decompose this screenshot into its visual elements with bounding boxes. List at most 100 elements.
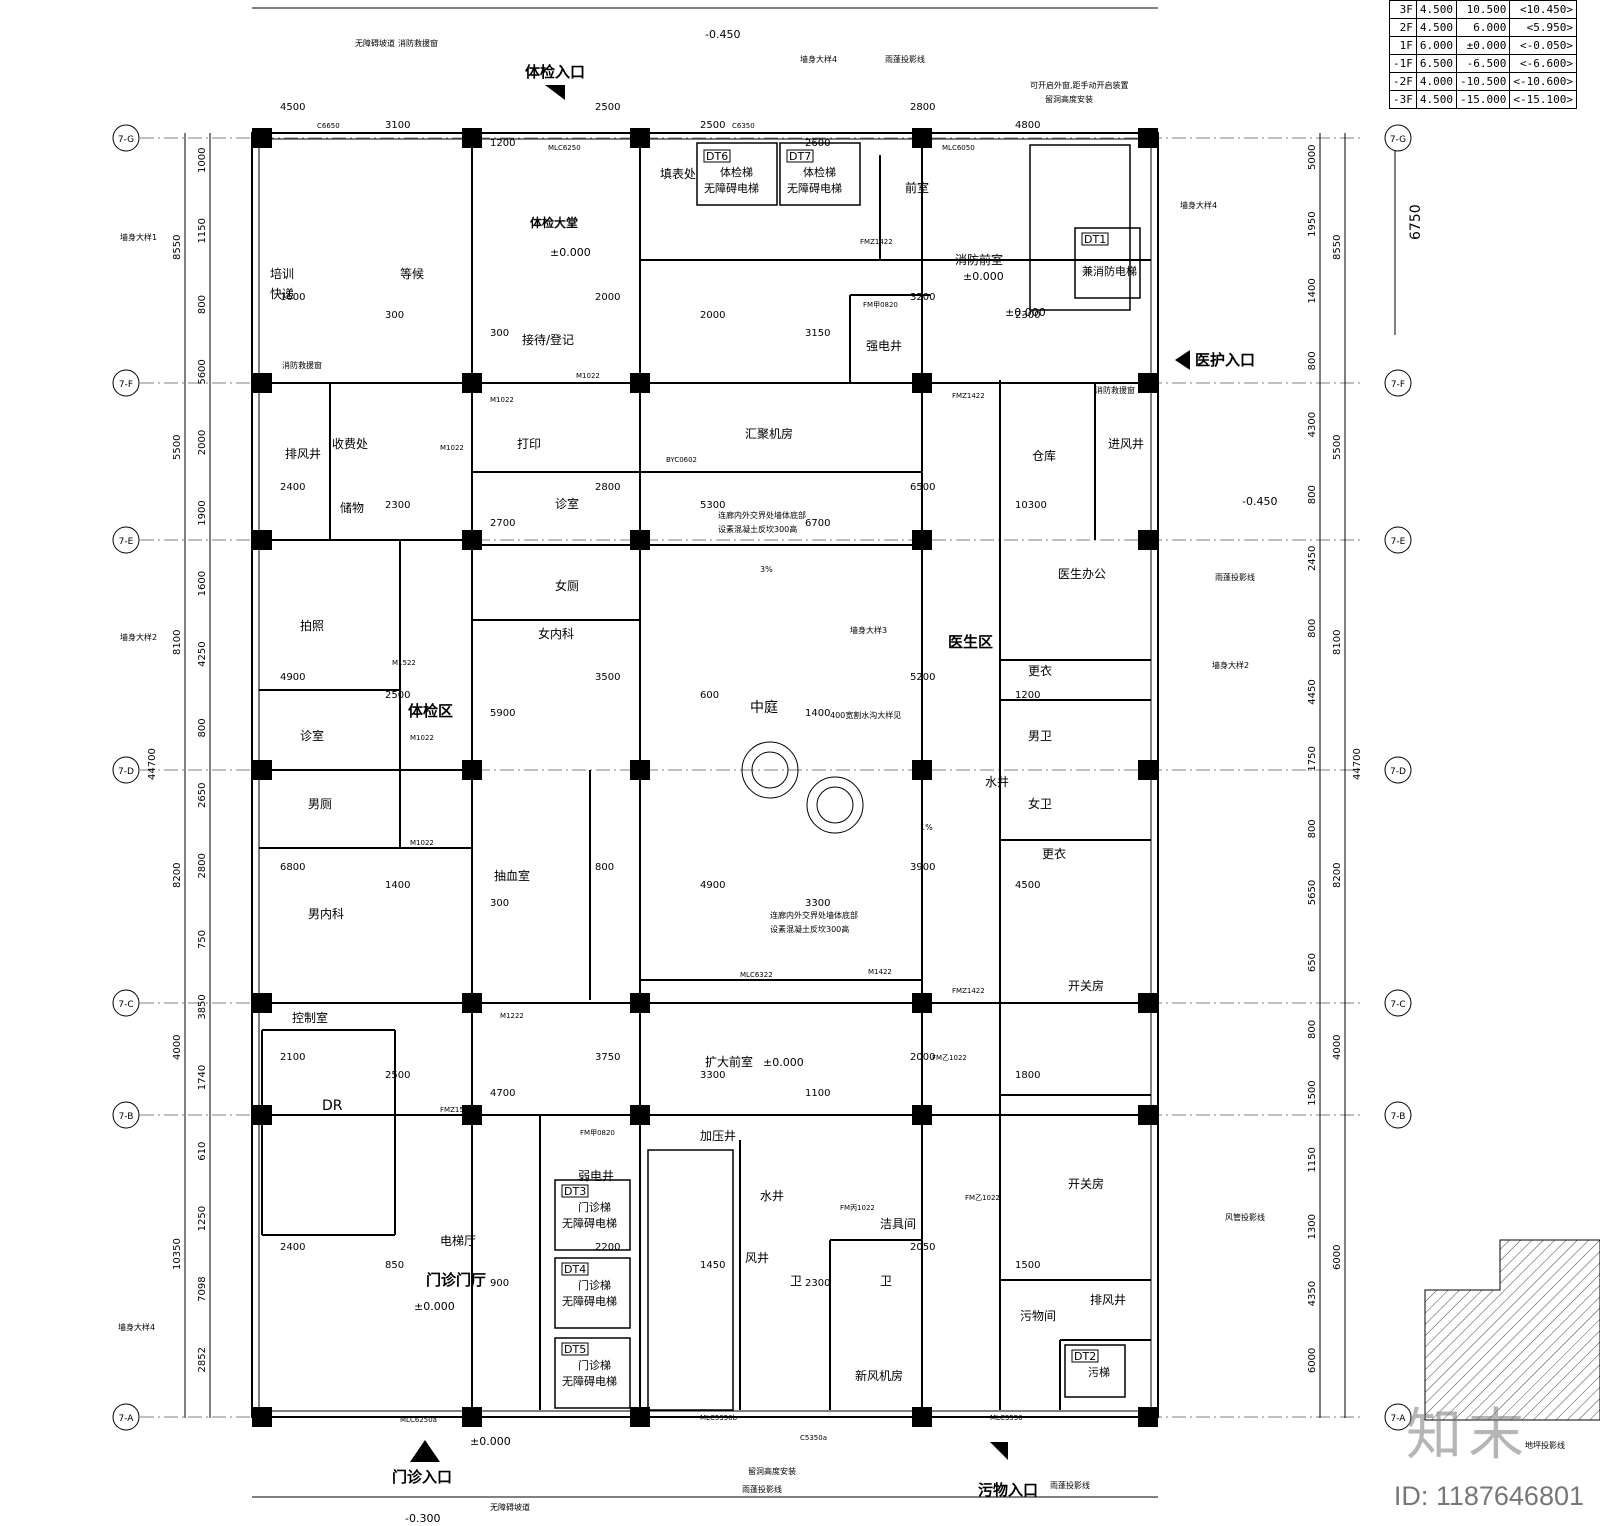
room-water-well-1: 水井	[985, 775, 1009, 789]
note-24: 消防救援窗	[282, 360, 322, 370]
dim-left-outer: 5500	[172, 435, 183, 460]
room-exhaust-2: 排风井	[1090, 1293, 1126, 1307]
axis-label: 7-B	[119, 1112, 134, 1122]
door-tag: FM乙1022	[932, 1054, 967, 1062]
dim-6750: 6750	[1408, 204, 1424, 240]
dim-misc: 600	[700, 690, 719, 701]
door-tag: M1022	[576, 372, 600, 380]
elevator-note: 无障碍电梯	[562, 1374, 617, 1388]
elevator-type: 体检梯	[803, 165, 836, 179]
note-3: 墙身大样1	[120, 232, 157, 242]
door-tag: M1422	[868, 968, 892, 976]
level-cell-floor: -2F	[1389, 72, 1417, 91]
elev-entry: ±0.000	[470, 1435, 511, 1448]
dim-misc: 2400	[280, 1242, 305, 1253]
dim-misc: 3750	[595, 1052, 620, 1063]
note-16: 3%	[760, 565, 773, 574]
dim-left-inner: 7098	[197, 1276, 208, 1301]
elevator-note: 无障碍电梯	[787, 181, 842, 195]
dim-left-outer: 4000	[172, 1035, 183, 1060]
phys-entrance: 体检入口	[525, 63, 585, 81]
dim-right-outer: 8100	[1332, 630, 1343, 655]
room-wind: 风井	[745, 1251, 769, 1265]
dim-left-inner: 800	[197, 718, 208, 737]
room-elev-hall: 电梯厅	[440, 1234, 476, 1248]
elevator-note: 兼消防电梯	[1082, 264, 1137, 278]
entrance-labels: 体检入口 医护入口 门诊入口 污物入口	[392, 63, 1255, 1499]
dim-right-inner: 1750	[1307, 746, 1318, 771]
elevator-code: DT6	[706, 150, 728, 163]
dim-right-inner: 1500	[1307, 1080, 1318, 1105]
dim-left-total: 44700	[147, 748, 158, 780]
room-phys-zone: 体检区	[408, 702, 453, 720]
dim-right-inner: 1150	[1307, 1147, 1318, 1172]
dim-left-inner: 1150	[197, 218, 208, 243]
elev-opd: ±0.000	[414, 1300, 455, 1313]
room-weak: 弱电井	[578, 1169, 614, 1183]
elev-lobby: ±0.000	[550, 246, 591, 259]
dim-misc: 3200	[910, 292, 935, 303]
elev-top: -0.450	[705, 28, 740, 41]
dim-misc: 4500	[280, 102, 305, 113]
elevator-type: 污梯	[1088, 1366, 1110, 1379]
dim-misc: 300	[490, 328, 509, 339]
room-front-room: 前室	[905, 180, 929, 195]
door-tag: FM丙1022	[840, 1204, 875, 1212]
dim-misc: 4500	[1015, 880, 1040, 891]
dim-misc: 2300	[805, 1278, 830, 1289]
door-tag: M1022	[410, 734, 434, 742]
door-tag: M1022	[490, 396, 514, 404]
door-tag: MLC6050	[942, 144, 975, 152]
dim-left-inner: 800	[197, 295, 208, 314]
opd-entrance: 门诊入口	[392, 1468, 452, 1486]
dim-left-inner: 750	[197, 930, 208, 949]
dim-right-inner: 650	[1307, 953, 1318, 972]
room-pressure: 加压井	[700, 1129, 736, 1143]
room-pipe-shaft: 强电井	[866, 339, 902, 353]
axis-bubble-l: 7-C	[112, 989, 140, 1017]
dim-misc: 2000	[595, 292, 620, 303]
note-4: 墙身大样2	[120, 632, 157, 642]
axis-label: 7-F	[119, 380, 133, 390]
dim-left-inner: 1740	[197, 1065, 208, 1090]
dim-misc: 4900	[280, 672, 305, 683]
axis-bubble-r: 7-A	[1384, 1403, 1412, 1431]
note-10: 雨蓬投影线	[885, 54, 925, 64]
room-men-im: 男内科	[308, 907, 344, 921]
dim-right-inner: 2450	[1307, 546, 1318, 571]
dim-misc: 4700	[490, 1088, 515, 1099]
dim-misc: 300	[490, 898, 509, 909]
note-1: 无障碍坡道	[355, 38, 395, 48]
interior-walls	[259, 140, 1151, 1410]
note-23: 1%	[920, 823, 933, 832]
room-print: 打印	[517, 437, 541, 451]
elevator-note: 无障碍电梯	[562, 1294, 617, 1308]
dim-left-inner: 2000	[197, 430, 208, 455]
elevator-labels: DT6体检梯无障碍电梯DT7体检梯无障碍电梯DT1兼消防电梯DT3门诊梯无障碍电…	[561, 149, 1137, 1388]
level-cell-h: 4.500	[1415, 90, 1458, 109]
note-28: 地坪投影线	[1525, 1440, 1565, 1450]
dim-right-inner: 1400	[1307, 278, 1318, 303]
elev-fire: ±0.000	[963, 270, 1004, 283]
room-switch-1: 开关房	[1068, 978, 1104, 993]
dim-misc: 2200	[595, 1242, 620, 1253]
elevator-note: 无障碍电梯	[562, 1216, 617, 1230]
dim-left-inner: 1900	[197, 500, 208, 525]
dim-misc: 1200	[490, 138, 515, 149]
door-tag: M1222	[500, 1012, 524, 1020]
room-female-wc: 女卫	[1028, 796, 1052, 811]
note-15: 设素混凝土反坎300高	[718, 524, 797, 534]
dim-right-inner: 800	[1307, 819, 1318, 838]
note-11: 可开启外窗,距手动开启装置	[1030, 80, 1129, 90]
room-doc-office: 医生办公	[1058, 566, 1106, 581]
door-tag: C5350a	[800, 1434, 827, 1442]
level-cell-el: -10.500	[1455, 72, 1511, 91]
room-change-2: 更衣	[1042, 846, 1066, 861]
room-male-wc: 男卫	[1028, 729, 1052, 743]
note-25: 雨蓬投影线	[742, 1484, 782, 1494]
dim-left-inner: 2650	[197, 783, 208, 808]
dim-misc: 2000	[700, 310, 725, 321]
